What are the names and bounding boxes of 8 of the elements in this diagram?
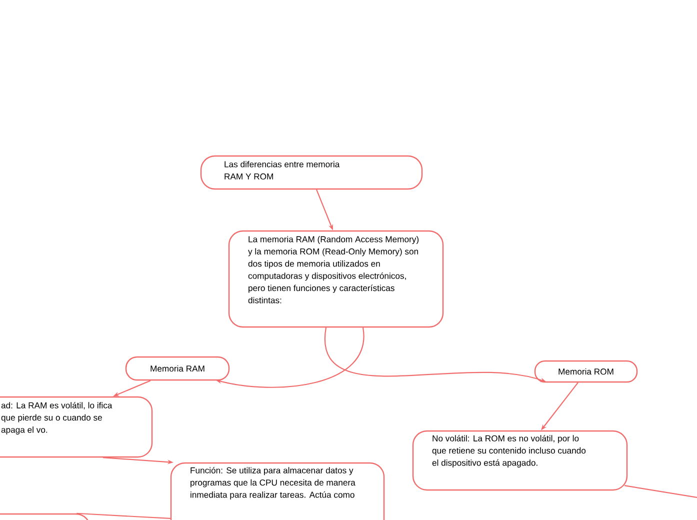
- topic-box: Función: Se utiliza para almacenar datos y programas que la CPU necesita de manera inmediata para realizar tareas. Actúa como: [170, 462, 385, 520]
- topic-box: Las diferencias entre memoria RAM Y ROM: [200, 155, 423, 190]
- topic-box: Memoria ROM: [534, 360, 638, 383]
- empty-box: [0, 513, 91, 520]
- topic-box: La memoria RAM (Random Access Memory) y la memoria ROM (Read-Only Memory) son dos tipos de memoria utilizados en computadoras y dispositivos electrónicos, pero tienen funciones y características distintas:: [228, 230, 444, 328]
- topic-box: No volátil: La ROM es no volátil, por lo que retiene su contenido incluso cuando el dispositivo está apagado.: [412, 430, 628, 491]
- topic-box: ad: La RAM es volátil, lo ifica que pierde su o cuando se apaga el vo.: [0, 396, 153, 458]
- topic-box: Memoria RAM: [125, 356, 230, 381]
